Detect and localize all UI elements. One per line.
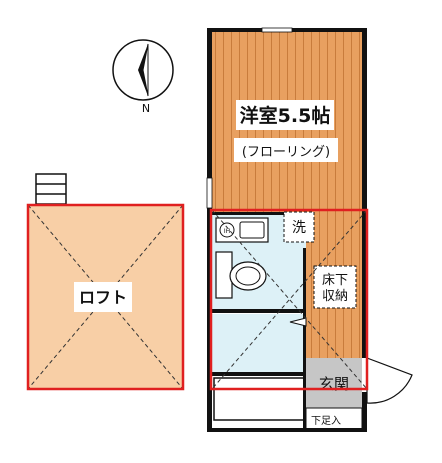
entrance-label: 玄関 bbox=[319, 375, 349, 393]
shoe-storage-label: 下足入 bbox=[311, 415, 341, 427]
wet-area-lower bbox=[212, 314, 306, 374]
washer-space bbox=[283, 211, 315, 243]
flooring-label: (フローリング) bbox=[242, 145, 330, 160]
svg-text:IH: IH bbox=[224, 228, 230, 235]
main-unit: IH 洗 床下 収納 洋室5.5帖 (フローリング) 玄関 下足入 bbox=[206, 27, 413, 432]
compass-north-label: N bbox=[142, 102, 150, 115]
loft-projection-outline bbox=[209, 208, 369, 391]
window-left bbox=[206, 177, 213, 209]
sink-icon bbox=[239, 221, 265, 239]
storage-label-line2: 収納 bbox=[322, 289, 348, 304]
entrance-floor bbox=[306, 358, 362, 408]
loft-label: ロフト bbox=[79, 288, 127, 307]
bathtub bbox=[213, 377, 307, 421]
compass: N bbox=[112, 39, 174, 115]
underfloor-storage bbox=[313, 265, 357, 309]
laundry-label: 洗 bbox=[292, 220, 306, 236]
loft-area: ロフト bbox=[26, 203, 185, 391]
entrance-door bbox=[366, 357, 413, 404]
loft-highlight-outline bbox=[26, 203, 185, 391]
loft-ladder bbox=[35, 173, 67, 205]
window-top bbox=[261, 27, 293, 33]
stove-burner-icon bbox=[219, 222, 235, 238]
western-room-label: 洋室5.5帖 bbox=[240, 104, 331, 127]
storage-label-line1: 床下 bbox=[322, 273, 348, 288]
